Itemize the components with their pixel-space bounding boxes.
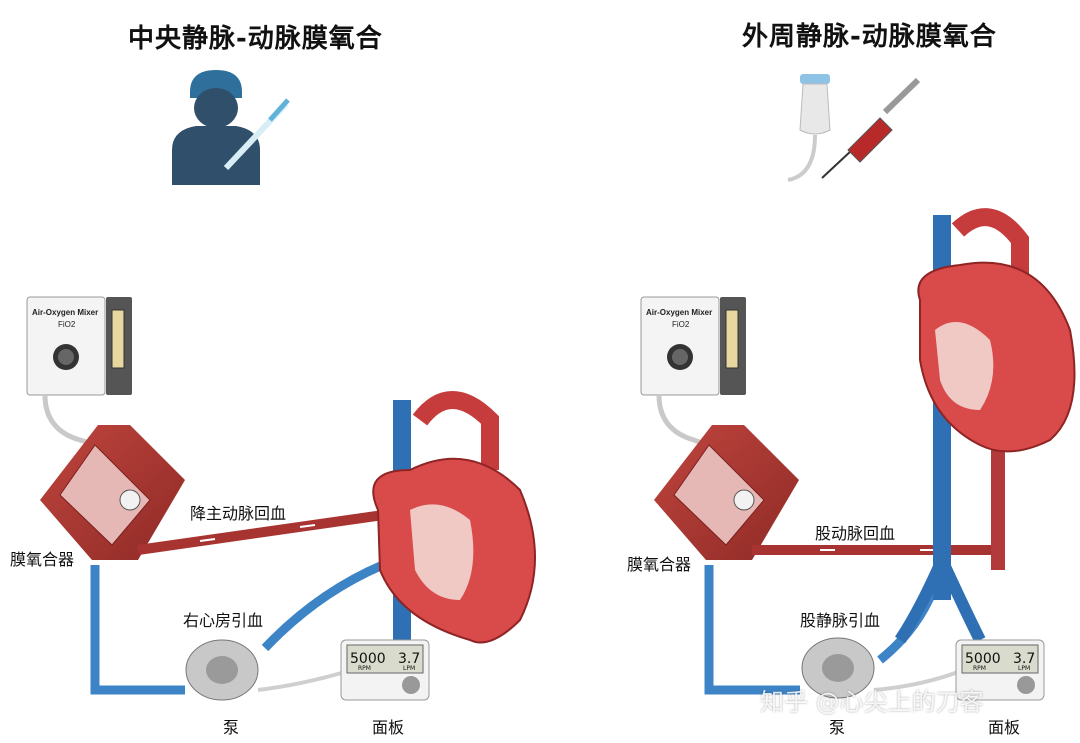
left-return-label: 降主动脉回血 (190, 504, 287, 523)
left-drain-label: 右心房引血 (183, 611, 264, 630)
left-title: 中央静脉-动脉膜氧合 (128, 24, 383, 54)
mixer-subtitle-left: FiO2 (58, 320, 76, 329)
right-panel-label: 面板 (988, 718, 1021, 737)
air-oxygen-mixer-left (26, 296, 132, 396)
pump-right (801, 637, 875, 699)
console-right (955, 639, 1045, 701)
left-oxygenator-label: 膜氧合器 (10, 550, 75, 569)
surgeon-scalpel-icon (172, 70, 290, 185)
ultrasound-probe-icon (787, 74, 831, 182)
right-drain-label: 股静脉引血 (800, 611, 881, 630)
lpm-unit-left: LPM (403, 665, 415, 672)
oxygenator-left (40, 425, 185, 560)
pump-left (185, 639, 259, 701)
lpm-value-left: 3.7 (398, 651, 420, 667)
console-left (340, 639, 430, 701)
lpm-unit-right: LPM (1018, 665, 1030, 672)
mixer-title-right: Air-Oxygen Mixer (646, 308, 712, 317)
flow-arrow (199, 538, 216, 542)
heart-right (895, 208, 1076, 644)
lpm-value-right: 3.7 (1013, 651, 1035, 667)
right-return-label: 股动脉回血 (815, 524, 896, 543)
air-oxygen-mixer-right (640, 296, 746, 396)
mixer-title-left: Air-Oxygen Mixer (32, 308, 98, 317)
syringe-icon (821, 77, 921, 179)
flow-arrow (299, 524, 316, 528)
heart-left (372, 391, 536, 644)
right-pump-label: 泵 (829, 718, 846, 737)
rpm-unit-left: RPM (358, 665, 371, 672)
left-panel-label: 面板 (372, 718, 405, 737)
right-oxygenator-label: 膜氧合器 (627, 555, 692, 574)
rpm-unit-right: RPM (973, 665, 986, 672)
watermark: 知乎 @心尖上的刀客 (760, 688, 984, 716)
oxygenator-right (654, 425, 799, 560)
left-pump-label: 泵 (223, 718, 240, 737)
rpm-value-right: 5000 (965, 651, 1001, 667)
right-title: 外周静脉-动脉膜氧合 (742, 22, 997, 52)
rpm-value-left: 5000 (350, 651, 386, 667)
mixer-subtitle-right: FiO2 (672, 320, 690, 329)
